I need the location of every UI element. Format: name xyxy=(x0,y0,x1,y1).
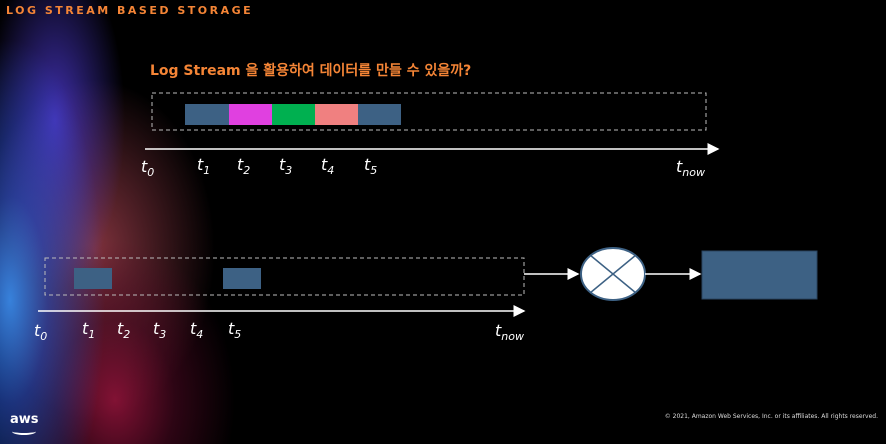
top-block-1 xyxy=(185,104,229,125)
slide-header: LOG STREAM BASED STORAGE xyxy=(6,4,254,17)
top-block-2 xyxy=(229,104,272,125)
top-label-t4: t4 xyxy=(321,155,335,178)
top-block-4 xyxy=(315,104,358,125)
aws-logo: aws xyxy=(10,412,39,427)
top-block-5 xyxy=(358,104,401,125)
bottom-stream-dashed-box xyxy=(44,257,525,296)
top-label-t3: t3 xyxy=(279,155,293,178)
bottom-label-t5: t5 xyxy=(228,319,242,342)
bottom-label-tnow: tnow xyxy=(495,321,524,344)
aws-logo-smile xyxy=(12,428,36,435)
top-block-3 xyxy=(272,104,315,125)
bottom-label-t4: t4 xyxy=(190,319,204,342)
copyright-footer: © 2021, Amazon Web Services, Inc. or its… xyxy=(664,413,878,420)
top-label-t5: t5 xyxy=(364,155,378,178)
bottom-label-t3: t3 xyxy=(153,319,167,342)
top-label-tnow: tnow xyxy=(676,157,705,180)
bottom-label-t2: t2 xyxy=(117,319,131,342)
bottom-label-t1: t1 xyxy=(82,319,96,342)
bottom-block-1 xyxy=(74,268,112,289)
top-label-t1: t1 xyxy=(197,155,211,178)
top-label-t0: t0 xyxy=(141,157,155,180)
top-stream-dashed-box xyxy=(151,92,707,131)
top-label-t2: t2 xyxy=(237,155,251,178)
bottom-block-2 xyxy=(223,268,261,289)
merge-circle-icon xyxy=(580,247,646,301)
bottom-label-t0: t0 xyxy=(34,321,48,344)
output-data-box xyxy=(701,250,818,300)
slide-question: Log Stream 을 활용하여 데이터를 만들 수 있을까? xyxy=(150,63,472,79)
